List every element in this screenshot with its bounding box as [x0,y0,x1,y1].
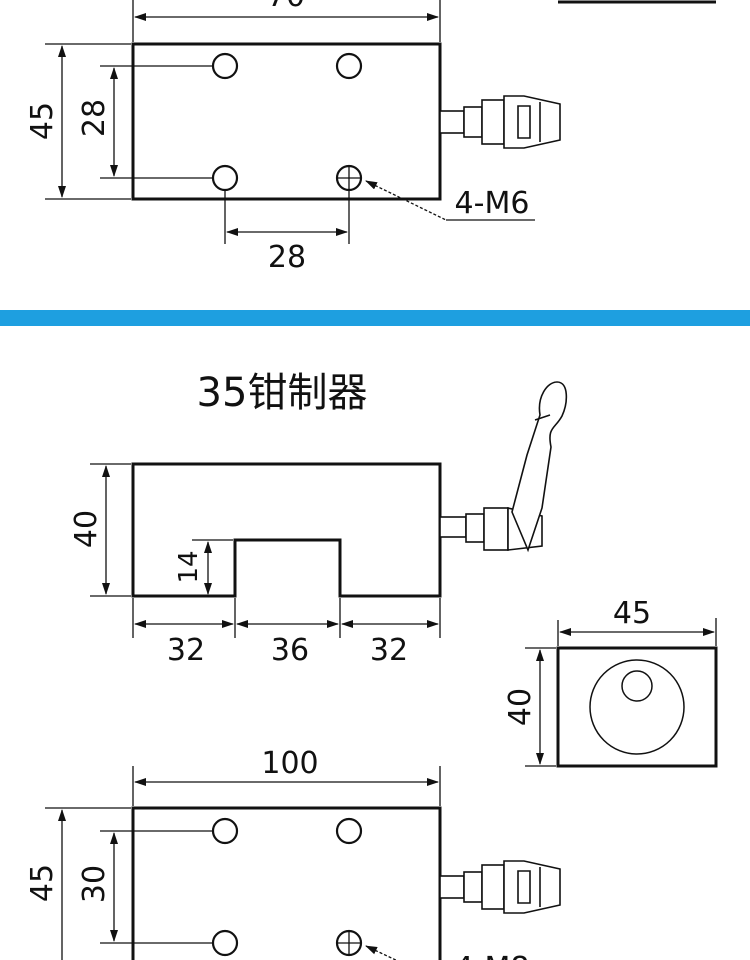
mount-hole [211,817,239,845]
block-outline [131,42,442,201]
mount-hole [335,817,363,845]
clamp-handle-knob [439,860,561,914]
width-dim-label: 70 [267,0,305,14]
clamp-handle-knob [439,95,561,149]
mount-hole [335,52,363,80]
top-view-drawing-large: 100 45 30 4-M8 [25,746,561,960]
side-view-drawing: 45 40 [503,596,718,768]
hole-vertical-dim-label: 28 [77,99,112,137]
top-view-drawing-small: 70 45 28 28 4-M6 [25,0,716,275]
side-block-outline [556,646,718,768]
section-divider [0,310,750,326]
thread-note-label: 4-M6 [455,186,530,221]
side-width-dim-label: 45 [613,596,651,631]
width-dim-label: 100 [261,746,318,781]
mount-hole [211,164,239,192]
right-dim-label: 32 [370,633,408,668]
left-dim-label: 32 [167,633,205,668]
slot-depth-dim-label: 14 [174,550,204,583]
section-title: 35钳制器 [197,370,368,416]
clamp-lever-handle [439,381,568,553]
height-dim-label: 40 [69,510,104,548]
bore-circle [589,659,685,755]
thread-note-label: 4-M8 [455,951,530,960]
height-dim-label: 45 [25,864,60,902]
slot-width-dim-label: 36 [271,633,309,668]
hole-horizontal-dim-label: 28 [268,240,306,275]
hole-vertical-dim-label: 30 [77,865,112,903]
height-dim-label: 45 [25,102,60,140]
front-view-drawing: 40 14 32 36 32 [69,381,568,668]
thread-leader-line [365,945,398,960]
slotted-block-outline [131,462,442,598]
side-height-dim-label: 40 [503,688,538,726]
shaft-circle [621,670,653,702]
mount-hole [211,929,239,957]
mount-hole [211,52,239,80]
